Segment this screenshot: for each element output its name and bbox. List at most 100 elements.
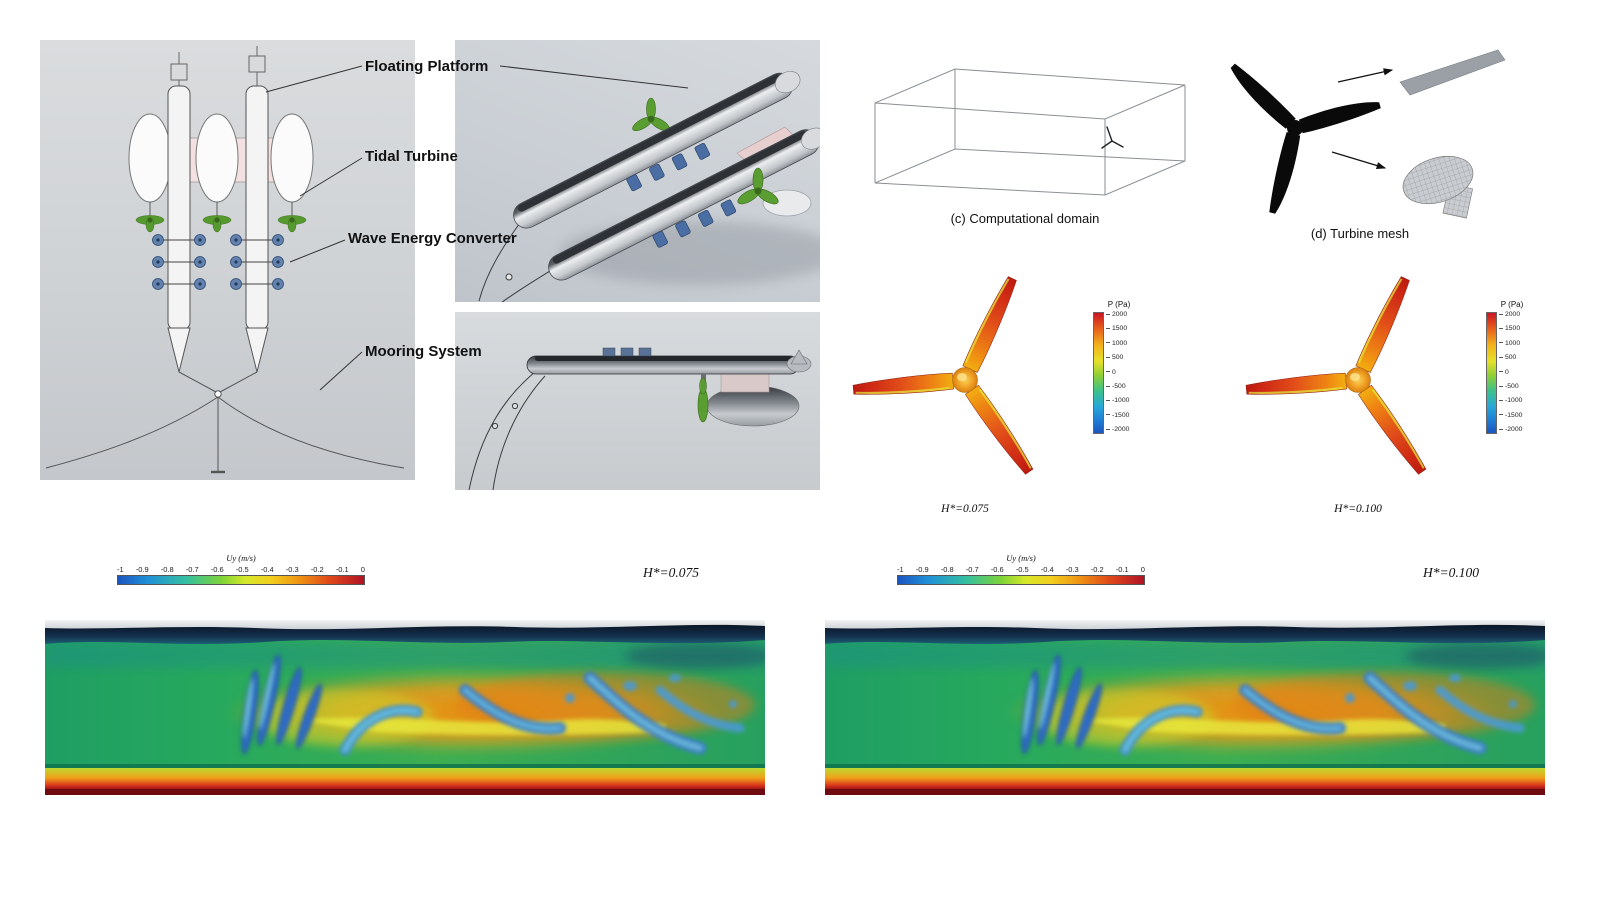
mooring-lines	[45, 371, 405, 474]
tick-label: -0.5	[235, 565, 249, 574]
arrow-to-blade	[1337, 68, 1394, 83]
vortex-structures	[1021, 654, 1525, 756]
blade-detail	[1399, 49, 1506, 96]
tick-label: -0.2	[310, 565, 324, 574]
arrow-to-hub-mesh	[1331, 151, 1387, 170]
label-tidal-turbine: Tidal Turbine	[365, 148, 458, 165]
pressure-colorbar-gradient	[1486, 312, 1497, 434]
wake-visualization	[45, 620, 765, 795]
pressure-colorbar-title: P (Pa)	[1500, 300, 1524, 309]
label-floating-platform: Floating Platform	[365, 58, 489, 75]
tick-label: -1000	[1106, 398, 1129, 405]
pressure-case-2: P (Pa) 2000 1500 1000 500 0 -500 -1000 -1500 -20…	[1238, 272, 1538, 527]
tick-label: 1500	[1106, 326, 1129, 333]
velocity-colorbar-title: Uy (m/s)	[226, 553, 256, 563]
tick-label: -0.8	[940, 565, 954, 574]
mesh-caption: (d) Turbine mesh	[1310, 226, 1410, 241]
tick-label: 0	[1106, 369, 1129, 377]
pressure-case-caption: H*=0.075	[941, 503, 989, 515]
tick-label: -0.1	[1115, 565, 1129, 574]
side-turbine-blade	[697, 377, 709, 423]
tick-label: -1500	[1499, 412, 1522, 420]
pressure-colorbar-ticks: 2000 1500 1000 500 0 -500 -1000 -1500 -2000	[1499, 311, 1522, 434]
tick-label: -1	[897, 565, 904, 574]
tick-label: -0.5	[1015, 565, 1029, 574]
pressure-rotor-plot	[1245, 276, 1427, 475]
tick-label: -1000	[1499, 398, 1522, 405]
near-hull	[548, 127, 820, 281]
wake-case-2: Uy (m/s) -1-0.9-0.8-0.7-0.6-0.5-0.4-0.3-…	[825, 553, 1545, 800]
pressure-colorbar: P (Pa) 2000 1500 1000 500 0 -500 -1000 -1500 -20…	[1486, 300, 1538, 434]
domain-caption: (c) Computational domain	[950, 211, 1100, 226]
pressure-colorbar-title: P (Pa)	[1107, 300, 1131, 309]
tick-label: -1500	[1106, 412, 1129, 420]
tick-label: 2000	[1499, 311, 1522, 319]
velocity-colorbar-gradient	[117, 575, 365, 585]
front-view-drawing	[45, 46, 405, 474]
tick-label: -0.3	[1065, 565, 1079, 574]
tick-label: -500	[1499, 383, 1522, 391]
tick-label: 1000	[1499, 340, 1522, 348]
tick-label: -0.6	[990, 565, 1004, 574]
label-wave-energy-converter: Wave Energy Converter	[348, 230, 517, 247]
tick-label: -0.9	[135, 565, 149, 574]
pressure-case-caption: H*=0.100	[1334, 503, 1382, 515]
velocity-colorbar-gradient	[897, 575, 1145, 585]
tick-label: -0.4	[1040, 565, 1054, 574]
side-view-drawing	[468, 347, 812, 490]
velocity-colorbar-ticks: -1 -0.9 -0.8 -0.7 -0.6 -0.5 -0.4 -0.3 -0.2 -0.1 0	[117, 565, 365, 574]
computational-domain-figure: (c) Computational domain	[860, 55, 1190, 226]
pressure-rotor-plot	[852, 276, 1034, 475]
black-rotor	[1230, 63, 1381, 214]
side-view-panel	[455, 312, 820, 490]
velocity-colorbar: Uy (m/s) -1-0.9-0.8-0.7-0.6-0.5-0.4-0.3-…	[117, 553, 365, 585]
velocity-colorbar: Uy (m/s) -1-0.9-0.8-0.7-0.6-0.5-0.4-0.3-…	[897, 553, 1145, 585]
tick-label: -0.3	[285, 565, 299, 574]
hulls	[167, 85, 269, 373]
computational-domain-drawing	[874, 68, 1186, 196]
velocity-colorbar-ticks: -1 -0.9 -0.8 -0.7 -0.6 -0.5 -0.4 -0.3 -0.2 -0.1 0	[897, 565, 1145, 574]
tick-label: 0	[1499, 369, 1522, 377]
label-mooring-system: Mooring System	[365, 343, 482, 360]
iso-turbine-prop	[737, 167, 779, 205]
domain-turbine-glyph	[1101, 126, 1124, 149]
wake-case-1: Uy (m/s) -1-0.9-0.8-0.7-0.6-0.5-0.4-0.3-…	[45, 553, 765, 800]
pressure-colorbar-gradient	[1093, 312, 1104, 434]
tick-label: -0.7	[185, 565, 199, 574]
wake-case-caption: H*=0.100	[1423, 565, 1479, 580]
tick-label: 2000	[1106, 311, 1129, 319]
tick-label: 500	[1106, 354, 1129, 362]
schematic-panel	[40, 40, 415, 480]
far-hull	[513, 71, 801, 229]
wake-case-caption: H*=0.075	[643, 565, 699, 580]
tick-label: 1500	[1499, 326, 1522, 333]
tick-label: 0	[360, 565, 365, 574]
tick-label: -0.6	[210, 565, 224, 574]
tick-label: -0.1	[335, 565, 349, 574]
tick-label: 1000	[1106, 340, 1129, 348]
hub-mesh-detail	[1402, 155, 1474, 219]
tick-label: -0.4	[260, 565, 274, 574]
tick-label: -0.2	[1090, 565, 1104, 574]
tick-label: -1	[117, 565, 124, 574]
vortex-structures	[241, 654, 745, 756]
tick-label: -0.8	[160, 565, 174, 574]
floats	[128, 113, 314, 203]
velocity-colorbar-title: Uy (m/s)	[1006, 553, 1036, 563]
side-mooring-lines	[468, 371, 546, 490]
turbine-mesh-figure: (d) Turbine mesh	[1210, 40, 1510, 241]
wake-visualization	[825, 620, 1545, 795]
iso-view-drawing	[478, 71, 820, 302]
tick-label: -0.9	[915, 565, 929, 574]
tick-label: -0.7	[965, 565, 979, 574]
tick-label: 500	[1499, 354, 1522, 362]
tidal-turbines	[135, 202, 307, 233]
turbine-mesh-drawing	[1230, 49, 1506, 219]
tick-label: -2000	[1499, 426, 1522, 434]
wave-energy-converters	[152, 234, 284, 290]
tick-label: 0	[1140, 565, 1145, 574]
tick-label: -500	[1106, 383, 1129, 391]
